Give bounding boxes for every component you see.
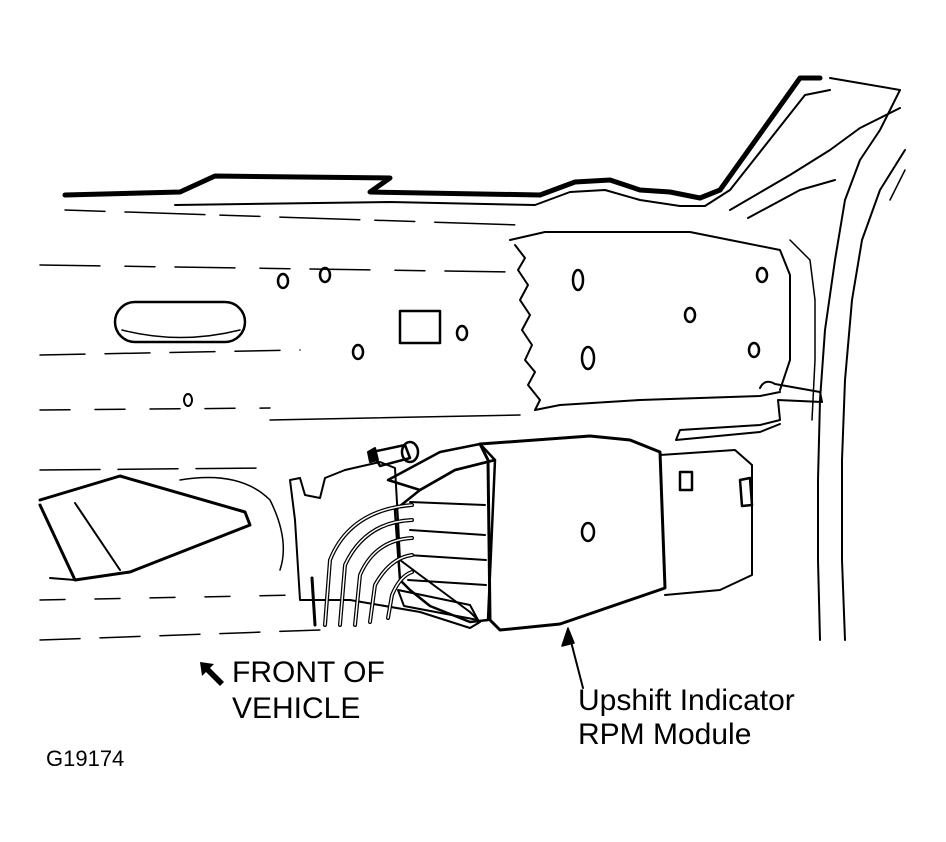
hole bbox=[183, 393, 193, 407]
square-tab bbox=[398, 309, 442, 345]
dash-line-5 bbox=[269, 414, 521, 421]
module-screw-hole bbox=[580, 521, 596, 543]
dash-line-1 bbox=[64, 209, 521, 226]
module-side-ridge-1 bbox=[409, 501, 486, 506]
lower-left-panel-base bbox=[49, 577, 76, 581]
wire-6 bbox=[310, 576, 317, 627]
dash-line-2 bbox=[39, 264, 511, 273]
bracket-clip bbox=[738, 476, 754, 508]
dash-line-6 bbox=[39, 467, 271, 471]
hook-bracket bbox=[675, 380, 823, 441]
module-side bbox=[393, 458, 497, 624]
pillar-outer-edge bbox=[817, 77, 901, 641]
wire-5-inner bbox=[387, 571, 413, 619]
harness-connector bbox=[397, 589, 479, 621]
pillar-edge-2 bbox=[747, 179, 836, 219]
dash-line-7 bbox=[39, 629, 321, 641]
pillar-edge-5 bbox=[889, 169, 906, 201]
front-of-vehicle-label: FRONT OF VEHICLE bbox=[232, 655, 385, 727]
bracket-panel-jagged-left bbox=[514, 244, 541, 411]
callout-arrowhead bbox=[561, 627, 575, 647]
bracket-panel bbox=[509, 231, 791, 391]
module-label-line2: RPM Module bbox=[578, 718, 752, 751]
wire-3 bbox=[353, 536, 414, 627]
hole bbox=[318, 266, 332, 284]
oval-slot-shadow bbox=[121, 329, 241, 339]
bracket-panel-bottom bbox=[534, 391, 781, 411]
front-direction-arrow-icon bbox=[200, 662, 224, 686]
mounting-nut bbox=[400, 440, 420, 464]
front-of-vehicle-line2: VEHICLE bbox=[232, 692, 361, 725]
hole bbox=[755, 266, 769, 284]
bracket-slot bbox=[678, 470, 694, 492]
pillar-edge-3 bbox=[789, 239, 816, 421]
rear-bracket bbox=[659, 449, 753, 596]
wire-3-inner bbox=[354, 537, 413, 626]
pillar-inner-edge bbox=[729, 107, 901, 211]
wire-4-inner bbox=[369, 554, 413, 623]
module-callout-label: Upshift Indicator RPM Module bbox=[578, 684, 795, 752]
module-front-face bbox=[478, 434, 667, 632]
lower-left-panel bbox=[38, 474, 252, 582]
wire-2-inner bbox=[339, 519, 413, 626]
dash-line-3 bbox=[39, 349, 301, 356]
stud-tip bbox=[367, 447, 379, 463]
hole bbox=[580, 345, 596, 371]
hole bbox=[351, 343, 365, 361]
oval-slot bbox=[113, 300, 247, 344]
module-top-face bbox=[386, 442, 497, 492]
module-side-ridge-4 bbox=[407, 579, 487, 586]
dash-line-4 bbox=[39, 407, 271, 411]
mounting-stud bbox=[370, 443, 412, 468]
module-label-line1: Upshift Indicator bbox=[578, 684, 795, 717]
module-side-ridge-3 bbox=[407, 554, 487, 561]
dash-panel-top-edge bbox=[62, 75, 823, 201]
dash-panel-top-edge-inner bbox=[174, 89, 831, 207]
front-of-vehicle-line1: FRONT OF bbox=[232, 656, 385, 689]
hole bbox=[747, 341, 761, 359]
module-side-ridge-2 bbox=[409, 529, 486, 536]
hole bbox=[455, 324, 469, 342]
wire-1-inner bbox=[324, 504, 413, 626]
hole bbox=[276, 272, 290, 290]
pillar-edge-4 bbox=[841, 149, 906, 641]
dash-line-8 bbox=[39, 594, 301, 601]
hole bbox=[571, 268, 585, 292]
lower-left-panel-inner bbox=[74, 502, 121, 571]
hole bbox=[683, 306, 697, 324]
figure-code: G19174 bbox=[46, 746, 125, 771]
lower-contour bbox=[179, 476, 285, 571]
